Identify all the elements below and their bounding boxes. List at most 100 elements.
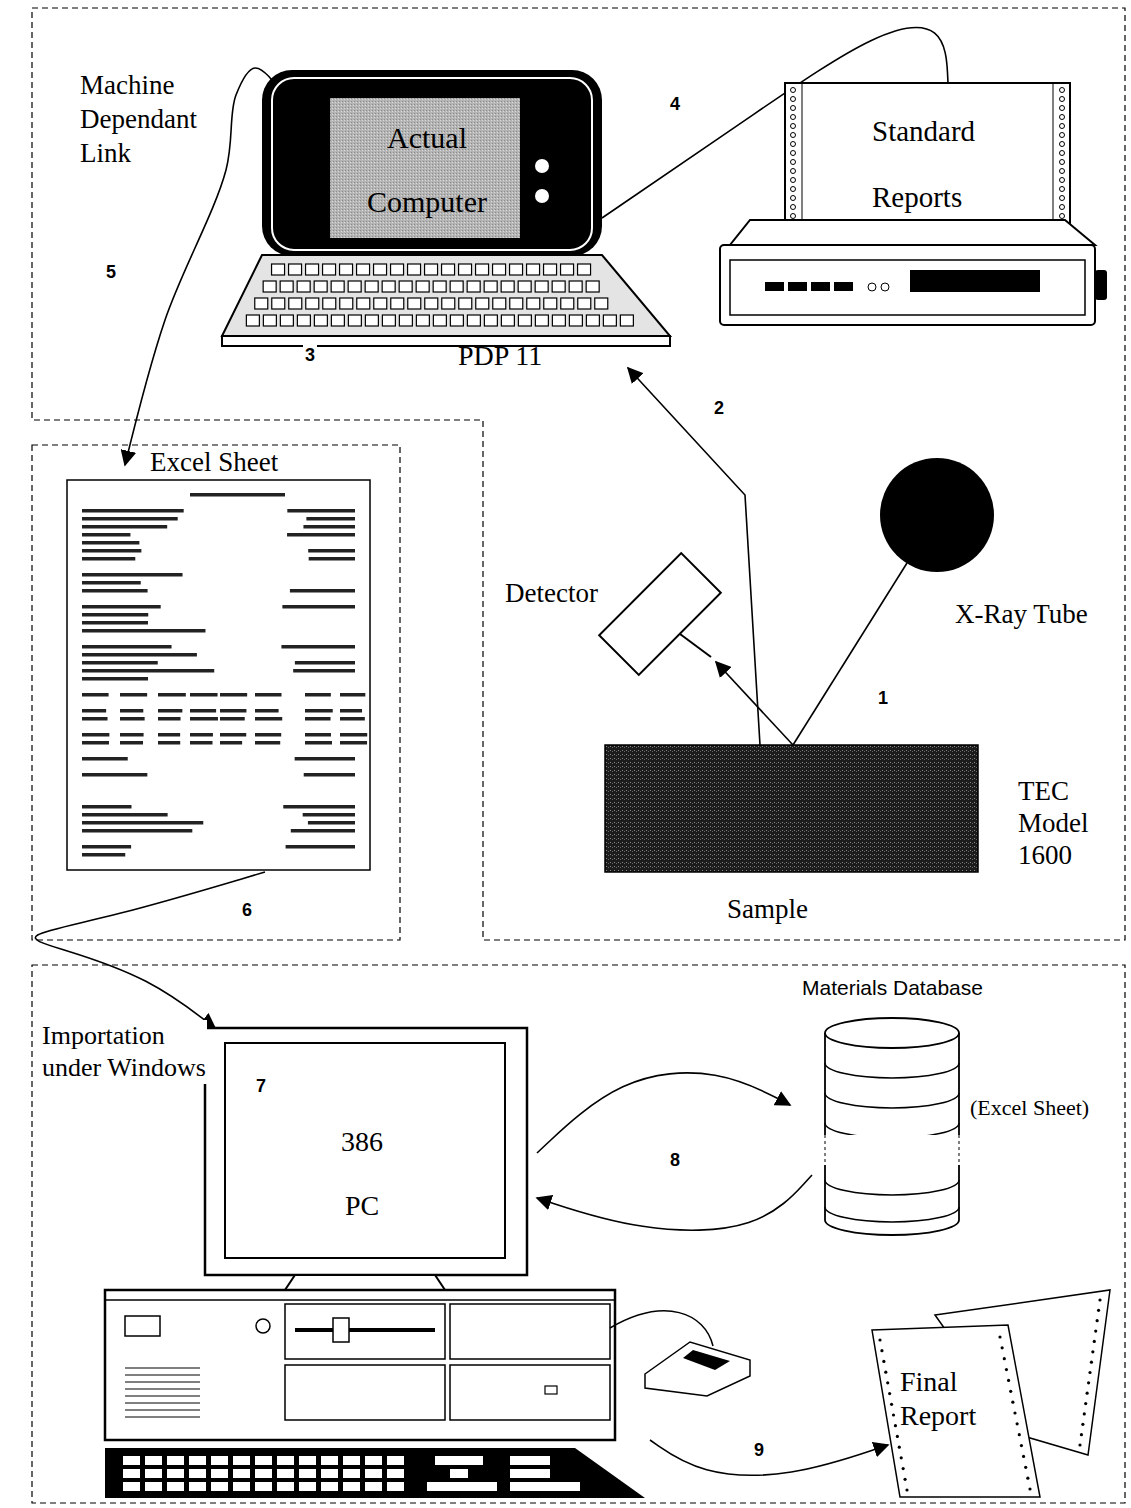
keyboard-key — [493, 264, 506, 275]
keyboard-key — [467, 315, 480, 326]
report-text-line — [190, 693, 218, 697]
keyboard-key — [263, 315, 276, 326]
detector: Detector — [505, 553, 730, 663]
perforation — [1081, 1423, 1084, 1426]
sprocket-hole — [791, 97, 796, 102]
text-holder: X-Ray Tube — [955, 598, 1123, 630]
unit-bevel — [105, 1299, 615, 1301]
report-text-line — [308, 821, 355, 825]
keyboard-key — [365, 281, 378, 292]
edge-label-holder: 8 — [668, 1150, 682, 1170]
label-holder: 3 — [303, 345, 317, 365]
keyboard-key — [552, 281, 565, 292]
keyboard-key — [387, 1456, 404, 1465]
keyboard-key — [518, 315, 531, 326]
keyboard-key — [544, 264, 557, 275]
report-text-line — [293, 669, 355, 673]
sprocket-hole — [1060, 205, 1065, 210]
keyboard-key — [321, 1482, 338, 1491]
keyboard-key — [272, 264, 285, 275]
keyboard — [105, 1448, 645, 1498]
report-text-line — [82, 613, 148, 617]
report-text-line — [82, 669, 214, 673]
report-text-line — [220, 693, 247, 697]
perforation — [884, 1371, 887, 1374]
keyboard-edge — [222, 336, 670, 346]
keyboard-key — [450, 1469, 468, 1478]
final-report: Final Report — [860, 1285, 1120, 1505]
keyboard-key — [343, 1456, 360, 1465]
keyboard-key — [314, 281, 327, 292]
connector — [35, 872, 265, 1028]
perforation — [1022, 1455, 1025, 1458]
keyboard-key — [277, 1456, 294, 1465]
edge-label-holder: 5 — [104, 262, 118, 282]
report-text-line — [295, 661, 355, 665]
vent-line — [125, 1389, 200, 1390]
pc-text: 386 PC — [331, 1110, 393, 1238]
report-text-line — [306, 517, 355, 521]
printer-text: Standard Reports — [872, 98, 1022, 230]
keyboard-key — [340, 264, 353, 275]
sprocket-hole — [1060, 160, 1065, 165]
database-top — [825, 1018, 959, 1048]
keyboard-key — [123, 1469, 140, 1478]
report-text-line — [82, 829, 192, 833]
perforation — [1078, 1443, 1081, 1446]
keyboard-key — [578, 264, 591, 275]
keyboard-key — [510, 1482, 580, 1491]
printer-display — [910, 270, 1040, 292]
excel-sheet-text: Excel Sheet — [150, 447, 370, 477]
text-holder: Detector — [505, 577, 630, 609]
connector — [793, 563, 907, 745]
perforation — [888, 1392, 891, 1395]
report-text-line — [291, 829, 355, 833]
keyboard-key — [374, 264, 387, 275]
connector — [650, 1440, 888, 1475]
keyboard-key — [299, 1469, 316, 1478]
keyboard-key — [343, 1482, 360, 1491]
report-text-line — [304, 773, 355, 777]
keyboard-key — [518, 281, 531, 292]
report-text-line — [190, 733, 213, 737]
perforation — [892, 1413, 895, 1416]
keyboard-key — [578, 298, 591, 309]
sprocket-hole — [1060, 151, 1065, 156]
callout-number: 4 — [668, 94, 682, 114]
computer-drawing — [222, 68, 672, 373]
keyboard-key — [365, 315, 378, 326]
perforation — [900, 1456, 903, 1459]
perforation — [1096, 1319, 1099, 1322]
report-text-line — [305, 733, 331, 737]
keyboard-key — [306, 264, 319, 275]
floppy-latch — [333, 1318, 349, 1342]
report-text-line — [255, 693, 281, 697]
monitor-button — [535, 159, 549, 173]
keyboard-key — [145, 1469, 162, 1478]
x-ray-tube: X-Ray Tube — [875, 455, 1125, 635]
keyboard-key — [501, 281, 514, 292]
monitor-stand — [285, 1275, 445, 1290]
keyboard-key — [331, 315, 344, 326]
report-text-line — [255, 717, 282, 721]
sprocket-hole — [1060, 133, 1065, 138]
keyboard-key — [297, 281, 310, 292]
sprocket-hole — [791, 187, 796, 192]
materials-database: Materials Database(Excel Sheet) — [790, 975, 1125, 1240]
report-text-line — [190, 709, 216, 713]
vent-line — [125, 1375, 200, 1376]
vent-line — [125, 1396, 200, 1397]
keyboard-key — [510, 1456, 550, 1465]
report-text-line — [82, 709, 106, 713]
report-text-line — [82, 773, 147, 777]
perforation — [1007, 1379, 1010, 1382]
sprocket-hole — [791, 160, 796, 165]
power-button — [256, 1319, 270, 1333]
sprocket-hole — [1060, 115, 1065, 120]
perforation — [1094, 1329, 1097, 1332]
sprocket-hole — [791, 205, 796, 210]
report-text-line — [295, 757, 355, 761]
drive-bay — [450, 1365, 610, 1420]
printer-panel — [730, 260, 1085, 315]
